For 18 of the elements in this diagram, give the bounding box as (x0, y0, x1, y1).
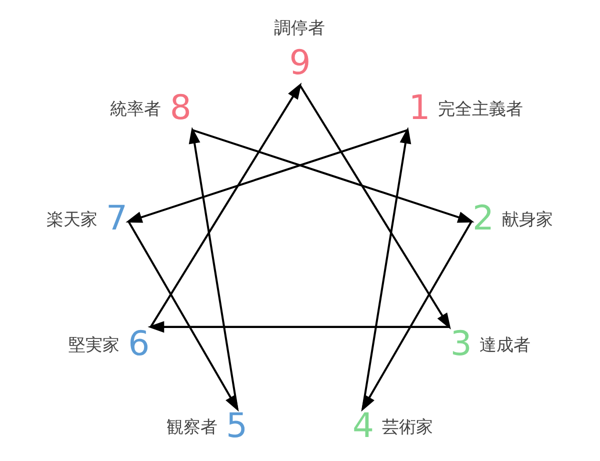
node-text: 1 (408, 88, 430, 127)
node-text: 9 (289, 42, 311, 82)
node-label: 調停者 (274, 17, 326, 38)
node-text: 5 (226, 406, 248, 446)
node-text: 8 (170, 88, 192, 127)
node-text: 3 (450, 324, 472, 364)
node-text: 6 (128, 324, 150, 364)
node-text: 7 (106, 198, 128, 238)
node-label: 楽天家 (46, 208, 98, 229)
node-label: 統率者 (110, 98, 162, 118)
node-label: 芸術家 (382, 416, 433, 437)
node-text: 4 (352, 406, 374, 446)
node-text: 2 (472, 198, 494, 238)
node-label: 達成者 (480, 334, 531, 355)
node-label: 観察者 (166, 416, 218, 437)
node-label: 完全主義者 (438, 98, 524, 118)
node-label: 堅実家 (68, 334, 120, 355)
node-label: 献身家 (502, 208, 553, 229)
